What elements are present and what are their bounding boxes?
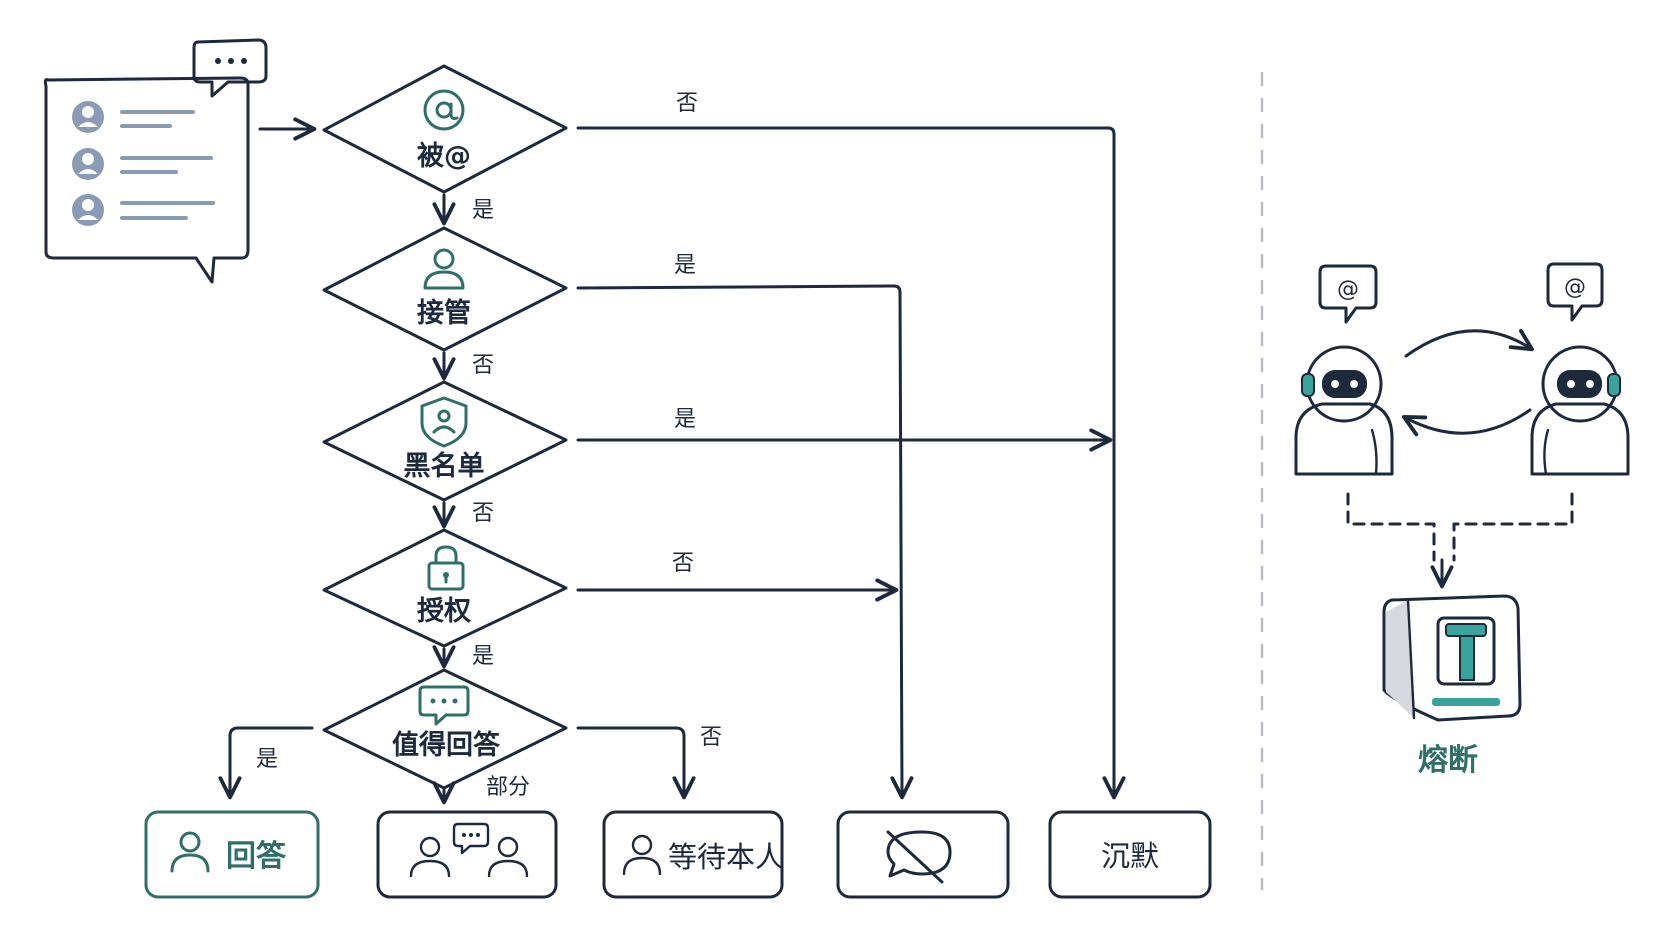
people-icon	[409, 836, 529, 878]
dashed-link-right	[1452, 492, 1574, 562]
edge-label-worth-no: 否	[700, 725, 722, 750]
outcome-wait-self-label: 等待本人	[668, 840, 784, 874]
arrow-bot-left-to-right	[1404, 328, 1534, 358]
avatar-icon	[72, 148, 213, 180]
arrow-worth-yes-to-answer	[218, 726, 314, 800]
speech-bubble-icon: @	[1318, 264, 1378, 324]
decision-takeover-label: 接管	[417, 298, 471, 329]
decision-blacklist-label: 黑名单	[404, 450, 485, 482]
arrow-bot-right-to-left	[1401, 408, 1532, 437]
circuit-breaker-label: 熔断	[1418, 743, 1478, 778]
circuit-breaker-icon	[1382, 594, 1522, 722]
robot-icon	[1294, 345, 1394, 476]
decision-blacklist: 黑名单	[322, 380, 568, 502]
avatar-icon	[72, 194, 215, 226]
outcome-mute	[836, 810, 1010, 899]
user-icon	[170, 831, 210, 873]
shield-user-icon	[420, 396, 468, 448]
decision-mentioned-label: 被@	[417, 141, 471, 172]
arrow-takeover-yes-to-mute	[576, 284, 914, 800]
chat-messages-icon	[43, 38, 268, 284]
outcome-silence-label: 沉默	[1101, 839, 1159, 873]
edge-label-authorized-no: 否	[672, 551, 694, 576]
no-reply-icon	[886, 830, 952, 884]
decision-worth-reply: 值得回答	[322, 668, 568, 790]
bot-left-bubble-text: @	[1337, 277, 1359, 302]
chat-bubble-icon	[418, 685, 470, 726]
bot-left: @	[1294, 264, 1394, 476]
user-icon	[622, 834, 662, 876]
decision-mentioned: 被@	[322, 64, 568, 194]
robot-icon	[1530, 345, 1630, 476]
edge-label-takeover-yes: 是	[674, 253, 696, 278]
chat-bubble-icon	[452, 822, 490, 855]
avatar-icon	[72, 101, 195, 133]
edge-label-blacklist-no: 否	[472, 501, 494, 526]
speech-bubble-icon: @	[1546, 262, 1604, 322]
decision-authorized-label: 授权	[417, 596, 471, 627]
dashed-link-left	[1346, 492, 1436, 562]
edge-label-worth-yes: 是	[256, 747, 278, 772]
decision-takeover: 接管	[322, 226, 568, 352]
bot-right: @	[1530, 262, 1630, 476]
arrow-mentioned-no-to-silence	[576, 126, 1126, 800]
outcome-answer-label: 回答	[226, 839, 287, 874]
lock-icon	[427, 545, 465, 591]
edge-label-worth-partial: 部分	[486, 775, 530, 800]
edge-label-authorized-yes: 是	[472, 644, 494, 669]
edge-label-mentioned-yes: 是	[472, 198, 494, 223]
arrow-worth-no-to-wait	[576, 726, 696, 800]
edge-label-takeover-no: 否	[472, 353, 494, 378]
decision-authorized: 授权	[322, 528, 568, 648]
outcome-wait-self: 等待本人	[602, 810, 784, 899]
edge-label-mentioned-no: 否	[676, 91, 698, 116]
at-sign-icon	[423, 89, 465, 131]
outcome-group-discussion	[376, 810, 558, 899]
edge-label-blacklist-yes: 是	[674, 407, 696, 432]
user-icon	[423, 248, 465, 290]
outcome-silence: 沉默	[1048, 810, 1212, 899]
bot-right-bubble-text: @	[1564, 275, 1586, 300]
decision-worth-reply-label: 值得回答	[392, 729, 501, 761]
outcome-answer: 回答	[144, 810, 320, 899]
